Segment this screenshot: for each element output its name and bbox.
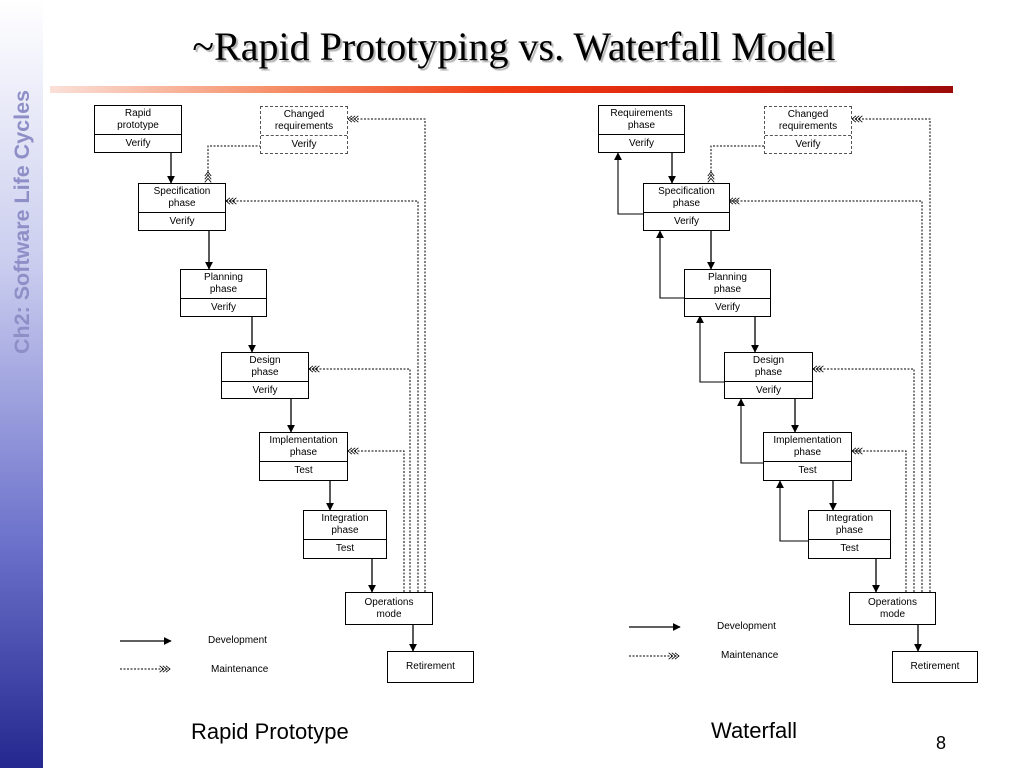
waterfall-feedback-arrows — [614, 152, 808, 542]
waterfall-retirement-box: Retirement — [892, 651, 978, 683]
waterfall-requirements-box: Requirements phase Verify — [598, 105, 685, 153]
box-verify-label: Verify — [139, 212, 225, 230]
rapid-maintenance-arrows — [204, 115, 426, 592]
legend-arrows — [120, 623, 681, 673]
box-verify-label: Verify — [644, 212, 729, 230]
box-title: Design phase — [249, 355, 281, 378]
box-title: Planning phase — [708, 272, 747, 295]
box-title: Integration phase — [825, 513, 874, 536]
title-underline — [50, 86, 953, 93]
waterfall-development-arrows — [668, 152, 922, 652]
rapid-design-box: Design phase Verify — [221, 352, 309, 399]
box-title: Retirement — [910, 661, 960, 672]
rapid-changed-requirements-box: Changed requirements Verify — [260, 106, 348, 154]
box-title: Implementation phase — [773, 435, 842, 458]
rapid-operations-box: Operations mode — [345, 592, 433, 625]
legend-maintenance-label-waterfall: Maintenance — [721, 650, 779, 661]
box-title: Operations mode — [868, 596, 917, 620]
box-title: Retirement — [406, 661, 455, 672]
page-number: 8 — [936, 733, 947, 753]
box-verify-label: Verify — [222, 381, 308, 399]
waterfall-specification-box: Specification phase Verify — [643, 183, 730, 231]
rapid-prototype-box: Rapid prototype Verify — [94, 105, 182, 153]
box-title: Rapid prototype — [117, 108, 159, 131]
box-verify-label: Verify — [765, 135, 851, 153]
box-verify-label: Verify — [599, 134, 684, 152]
box-verify-label: Verify — [181, 298, 266, 316]
waterfall-changed-requirements-box: Changed requirements Verify — [764, 106, 852, 154]
waterfall-maintenance-arrows — [707, 115, 931, 592]
waterfall-caption: Waterfall — [711, 718, 797, 743]
box-verify-label: Verify — [95, 134, 181, 152]
sidebar-band: Ch2: Software Life Cycles — [0, 0, 43, 768]
legend-development-label: Development — [208, 635, 267, 646]
box-test-label: Test — [304, 539, 386, 557]
rapid-planning-box: Planning phase Verify — [180, 269, 267, 317]
rapid-implementation-box: Implementation phase Test — [259, 432, 348, 481]
waterfall-operations-box: Operations mode — [849, 592, 936, 625]
box-title: Implementation phase — [269, 435, 338, 458]
box-title: Planning phase — [204, 272, 243, 295]
box-test-label: Test — [764, 461, 851, 479]
box-title: Requirements phase — [610, 108, 673, 131]
rapid-specification-box: Specification phase Verify — [138, 183, 226, 231]
box-verify-label: Verify — [725, 381, 812, 399]
box-title: Changed requirements — [778, 109, 838, 132]
box-title: Integration phase — [321, 513, 369, 536]
slide-title: ~Rapid Prototyping vs. Waterfall Model — [192, 24, 836, 69]
legend-maintenance-label: Maintenance — [211, 664, 269, 675]
box-verify-label: Verify — [261, 135, 347, 153]
box-title: Specification phase — [153, 186, 211, 209]
rapid-integration-box: Integration phase Test — [303, 510, 387, 559]
legend-development-label-waterfall: Development — [717, 621, 776, 632]
box-title: Design phase — [752, 355, 785, 378]
box-title: Specification phase — [658, 186, 715, 209]
waterfall-planning-box: Planning phase Verify — [684, 269, 771, 317]
waterfall-implementation-box: Implementation phase Test — [763, 432, 852, 481]
box-test-label: Test — [260, 461, 347, 479]
rapid-prototype-caption: Rapid Prototype — [191, 719, 349, 744]
box-title: Operations mode — [364, 596, 414, 620]
box-verify-label: Verify — [685, 298, 770, 316]
box-test-label: Test — [809, 539, 890, 557]
box-title: Changed requirements — [274, 109, 334, 132]
waterfall-integration-box: Integration phase Test — [808, 510, 891, 559]
rapid-retirement-box: Retirement — [387, 651, 474, 683]
waterfall-design-box: Design phase Verify — [724, 352, 813, 399]
rapid-development-arrows — [167, 152, 417, 652]
